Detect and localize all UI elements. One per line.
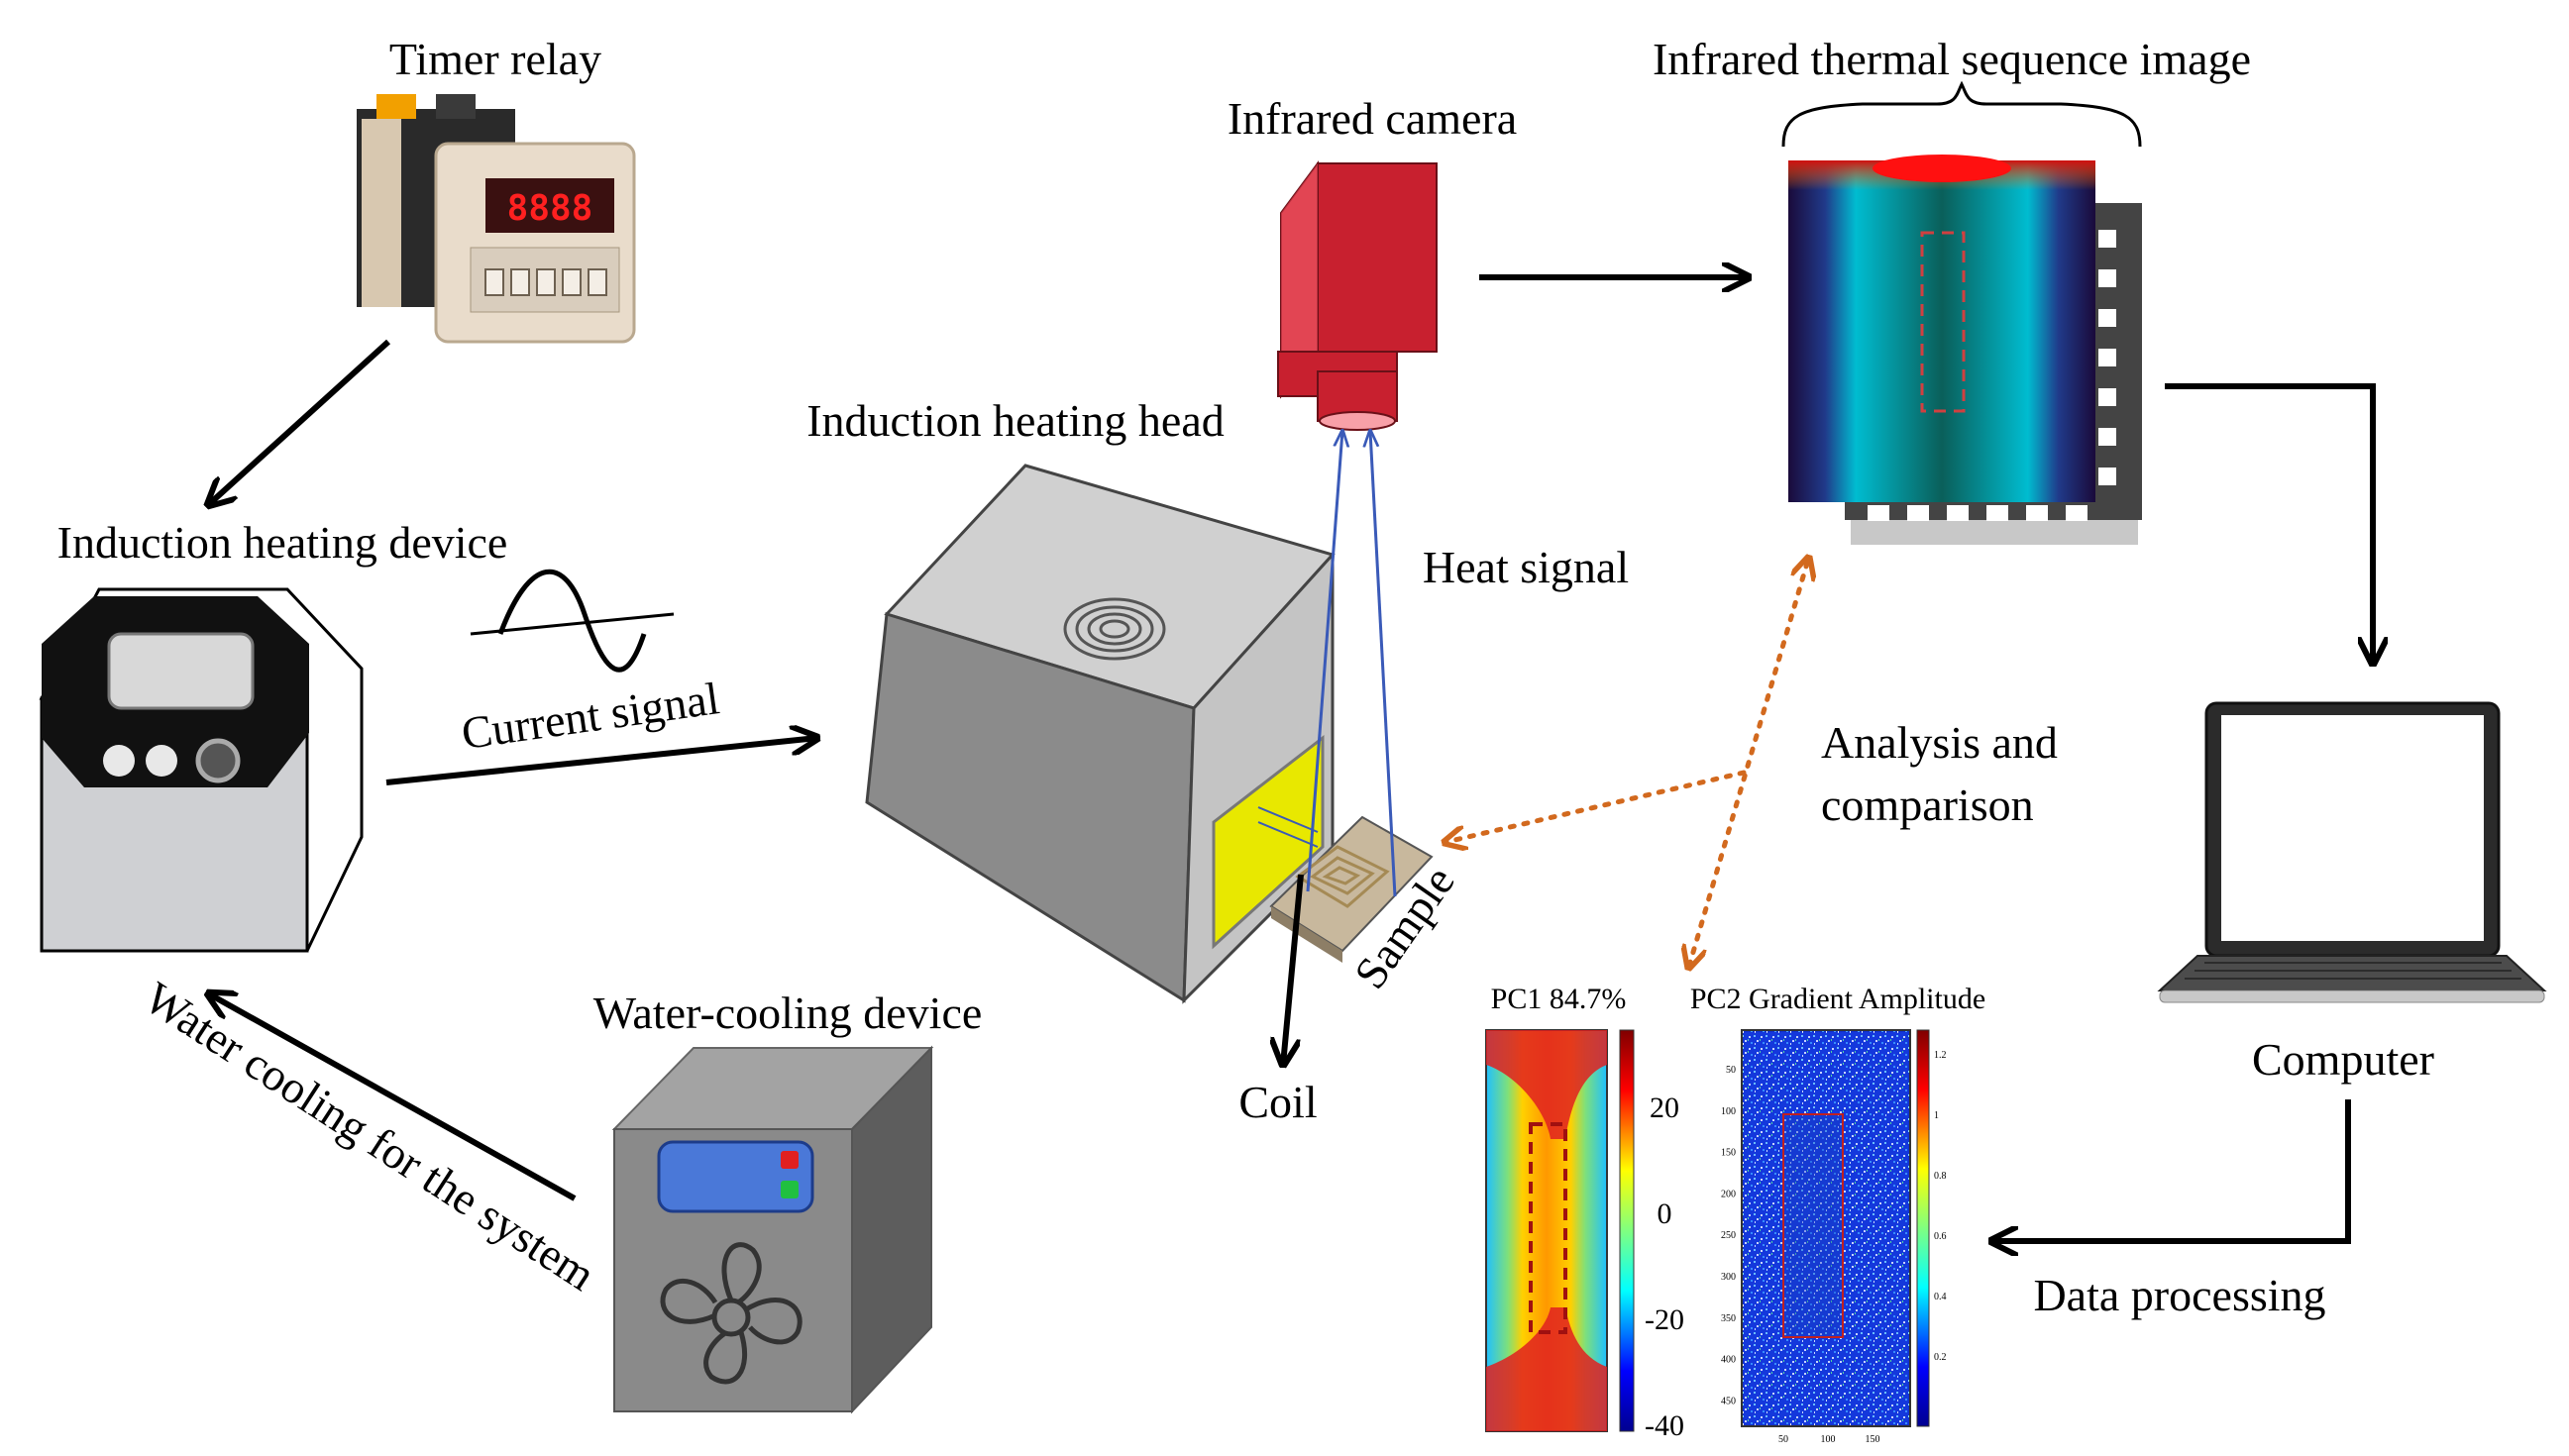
relay-display-digits: 8888 [507,188,593,229]
induction-heating-device-label: Induction heating device [57,517,508,568]
pc1-title: PC1 84.7% [1491,983,1627,1015]
pc2-ytick-0: 50 [1726,1065,1736,1076]
sequence-brace [1781,80,2142,148]
vent-icon [1063,597,1166,661]
sine-wave-icon [497,569,647,673]
current-signal-label: Current signal [459,673,722,759]
pc2-ytick-3: 200 [1721,1189,1736,1199]
pc2-title: PC2 Gradient Amplitude [1690,983,1985,1015]
pc2-x-ticks: 50 100 150 [1778,1434,1880,1445]
induction-heating-head: Induction heating head [806,395,1336,1004]
timer-relay-label: Timer relay [389,34,601,84]
laptop-screen [2221,715,2484,941]
heat-signal-label: Heat signal [1423,542,1629,592]
heat-signal-rays [1306,431,1397,897]
pc1-tick-3: -40 [1645,1409,1684,1442]
pc2-ytick-4: 250 [1721,1230,1736,1241]
pc2-colorbar-ticks: 1.2 1 0.8 0.6 0.4 0.2 [1934,1050,1947,1363]
pc2-ctick-1: 1 [1934,1110,1939,1121]
pc2-map [1741,1029,1911,1427]
relay-dials [484,268,607,296]
arrow-sequence-to-computer [2165,383,2373,664]
pc2-roi-box [1782,1113,1844,1338]
pc1-tick-0: 20 [1650,1092,1679,1124]
pc2-colorbar [1916,1029,1930,1427]
thermal-sequence: Infrared thermal sequence image [1653,34,2251,545]
arrow-relay-to-device [208,339,391,505]
roi-box [1920,231,1966,413]
pc2-y-ticks: 50 100 150 200 250 300 350 400 450 [1721,1065,1736,1406]
pc2-ytick-5: 300 [1721,1272,1736,1283]
current-signal: Current signal [385,569,817,785]
pc1-tick-2: -20 [1645,1303,1684,1336]
pc2-xtick-2: 150 [1866,1434,1880,1445]
analysis-label-line1: Analysis and [1821,717,2058,768]
arrow-analysis-thermal-results [1689,560,1808,966]
computer: Computer [2157,701,2547,1085]
pc1-roi-box [1529,1122,1567,1334]
induction-heating-head-label: Induction heating head [806,395,1225,446]
thermal-frame [1788,160,2095,502]
coil-label: Coil [1238,1077,1317,1127]
water-cooling-device: Water-cooling device [593,988,983,1414]
pc1-tick-1: 0 [1658,1197,1672,1230]
coil-icon [1295,845,1390,908]
frame-ticks [1868,230,2116,521]
infrared-camera-label: Infrared camera [1228,93,1517,144]
timer-relay: Timer relay 8888 [357,34,636,344]
device-knob-3 [195,738,241,783]
thermal-sequence-label: Infrared thermal sequence image [1653,34,2251,84]
head-opening [1212,734,1325,950]
pc1-panel: PC1 84.7% 20 0 -20 -40 [1485,983,1684,1442]
arrow-device-to-head [385,738,817,785]
pc2-ytick-7: 400 [1721,1355,1736,1366]
pc2-xtick-0: 50 [1778,1434,1788,1445]
analysis-label-line2: comparison [1821,780,2034,830]
device-knob-1 [103,745,135,777]
pc2-ytick-8: 450 [1721,1396,1736,1406]
infrared-camera: Infrared camera [1228,93,1517,431]
cooler-screen [657,1140,814,1213]
pc2-ctick-4: 0.4 [1934,1292,1947,1302]
pc2-ytick-6: 350 [1721,1313,1736,1324]
camera-body [1317,162,1438,353]
device-knob-2 [146,745,177,777]
pc1-colorbar-ticks: 20 0 -20 -40 [1645,1092,1684,1442]
pc1-colorbar [1619,1029,1635,1432]
arrow-coil [1283,874,1304,1065]
laptop-keyboard [2157,955,2547,991]
cooler-led-red [781,1151,799,1169]
pc2-ctick-2: 0.8 [1934,1171,1947,1182]
pc2-panel: PC2 Gradient Amplitude 50100150200250300… [1690,983,1985,1445]
data-processing-label: Data processing [2033,1270,2325,1320]
induction-heating-device: Induction heating device [39,517,508,953]
relay-display [485,178,614,233]
pc2-ctick-5: 0.2 [1934,1352,1947,1363]
arrow-analysis-to-sample [1446,770,1747,842]
relay-clip [376,94,416,119]
arrow-cooler-to-device [208,993,577,1201]
pc2-ctick-0: 1.2 [1934,1050,1947,1061]
pc2-xtick-1: 100 [1821,1434,1836,1445]
computer-label: Computer [2252,1034,2434,1085]
device-screen [107,632,255,710]
water-cooling-loop-label: Water cooling for the system [136,972,604,1300]
fan-icon [660,1242,803,1385]
arrow-computer-to-results [1991,1099,2351,1241]
pc2-ctick-3: 0.6 [1934,1231,1947,1242]
cooler-led-green [781,1181,799,1198]
analysis-comparison: Analysis and comparison [1446,560,2058,966]
pc2-ytick-1: 100 [1721,1106,1736,1117]
water-cooling-device-label: Water-cooling device [593,988,983,1038]
pc2-ytick-2: 150 [1721,1148,1736,1159]
